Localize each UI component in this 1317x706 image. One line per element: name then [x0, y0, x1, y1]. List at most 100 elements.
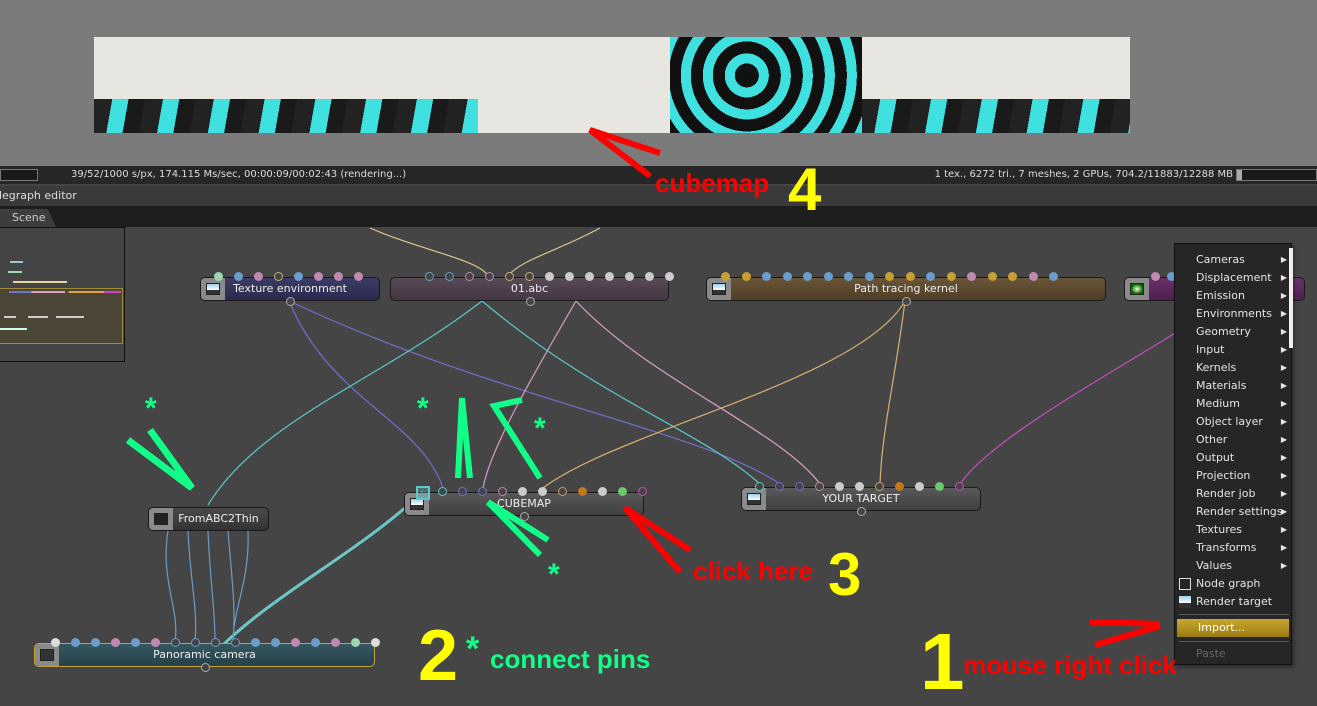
- input-pin[interactable]: [605, 272, 614, 281]
- input-pin[interactable]: [1028, 272, 1038, 281]
- input-pin[interactable]: [271, 638, 280, 647]
- input-pin[interactable]: [905, 272, 915, 281]
- menu-item-transforms[interactable]: Transforms▶: [1175, 539, 1293, 557]
- input-pin[interactable]: [111, 638, 120, 647]
- output-pin[interactable]: [286, 297, 295, 306]
- selected-pin[interactable]: [416, 486, 430, 500]
- minimap[interactable]: [0, 227, 125, 362]
- node-texture-environment[interactable]: Texture environment: [200, 272, 380, 306]
- input-pin[interactable]: [885, 272, 894, 281]
- input-pin[interactable]: [171, 638, 180, 647]
- input-pin[interactable]: [558, 487, 567, 496]
- menu-item-render-settings[interactable]: Render settings▶: [1175, 503, 1293, 521]
- input-pin[interactable]: [485, 272, 494, 281]
- input-pin[interactable]: [618, 487, 627, 496]
- input-pin[interactable]: [638, 487, 647, 496]
- input-pin[interactable]: [855, 482, 864, 491]
- input-pin[interactable]: [211, 638, 220, 647]
- output-pin[interactable]: [520, 512, 529, 521]
- output-pin[interactable]: [902, 297, 911, 306]
- menu-item-import[interactable]: Import...: [1177, 619, 1289, 637]
- input-pin[interactable]: [775, 482, 784, 491]
- input-pin[interactable]: [334, 272, 343, 281]
- input-pin[interactable]: [721, 272, 730, 281]
- input-pin[interactable]: [331, 638, 340, 647]
- input-pin[interactable]: [254, 272, 263, 281]
- menu-item-cameras[interactable]: Cameras▶: [1175, 251, 1293, 269]
- menu-item-materials[interactable]: Materials▶: [1175, 377, 1293, 395]
- input-pin[interactable]: [425, 272, 434, 281]
- menu-item-render-job[interactable]: Render job▶: [1175, 485, 1293, 503]
- input-pin[interactable]: [294, 272, 303, 281]
- input-pin[interactable]: [51, 638, 60, 647]
- input-pin[interactable]: [987, 272, 997, 281]
- input-pin[interactable]: [314, 272, 323, 281]
- input-pin[interactable]: [505, 272, 514, 281]
- input-pin[interactable]: [478, 487, 487, 496]
- menu-scrollbar[interactable]: [1289, 248, 1293, 348]
- input-pin[interactable]: [1167, 272, 1176, 281]
- input-pin[interactable]: [625, 272, 634, 281]
- menu-item-other[interactable]: Other▶: [1175, 431, 1293, 449]
- input-pin[interactable]: [498, 487, 507, 496]
- input-pin[interactable]: [967, 272, 976, 281]
- input-pin[interactable]: [864, 272, 874, 281]
- output-pin[interactable]: [857, 507, 866, 516]
- menu-item-node-graph[interactable]: Node graph: [1175, 575, 1293, 593]
- node-path-tracing-kernel[interactable]: Path tracing kernel: [706, 272, 1106, 306]
- input-pin[interactable]: [354, 272, 363, 281]
- menu-item-textures[interactable]: Textures▶: [1175, 521, 1293, 539]
- input-pin[interactable]: [895, 482, 904, 491]
- input-pin[interactable]: [598, 487, 607, 496]
- menu-item-medium[interactable]: Medium▶: [1175, 395, 1293, 413]
- input-pin[interactable]: [458, 487, 467, 496]
- input-pin[interactable]: [915, 482, 924, 491]
- input-pin[interactable]: [565, 272, 574, 281]
- input-pin[interactable]: [131, 638, 140, 647]
- input-pin[interactable]: [234, 272, 243, 281]
- menu-item-geometry[interactable]: Geometry▶: [1175, 323, 1293, 341]
- input-pin[interactable]: [815, 482, 824, 491]
- input-pin[interactable]: [274, 272, 283, 281]
- input-pin[interactable]: [875, 482, 884, 491]
- input-pin[interactable]: [518, 487, 527, 496]
- input-pin[interactable]: [465, 272, 474, 281]
- node-fromabc2thin[interactable]: FromABC2Thin: [148, 507, 269, 531]
- menu-item-emission[interactable]: Emission▶: [1175, 287, 1293, 305]
- input-pin[interactable]: [1008, 272, 1017, 281]
- input-pin[interactable]: [191, 638, 200, 647]
- menu-item-kernels[interactable]: Kernels▶: [1175, 359, 1293, 377]
- input-pin[interactable]: [445, 272, 454, 281]
- node-cubemap[interactable]: CUBEMAP: [404, 487, 647, 521]
- input-pin[interactable]: [823, 272, 833, 281]
- input-pin[interactable]: [371, 638, 380, 647]
- input-pin[interactable]: [251, 638, 260, 647]
- menu-item-environments[interactable]: Environments▶: [1175, 305, 1293, 323]
- node-panoramic-camera[interactable]: Panoramic camera: [34, 638, 380, 672]
- input-pin[interactable]: [762, 272, 771, 281]
- input-pin[interactable]: [525, 272, 534, 281]
- menu-item-displacement[interactable]: Displacement▶: [1175, 269, 1293, 287]
- input-pin[interactable]: [835, 482, 844, 491]
- input-pin[interactable]: [795, 482, 804, 491]
- input-pin[interactable]: [231, 638, 240, 647]
- input-pin[interactable]: [935, 482, 944, 491]
- input-pin[interactable]: [803, 272, 812, 281]
- input-pin[interactable]: [755, 482, 764, 491]
- input-pin[interactable]: [926, 272, 935, 281]
- output-pin[interactable]: [200, 663, 210, 672]
- menu-item-paste[interactable]: Paste: [1196, 647, 1226, 660]
- input-pin[interactable]: [946, 272, 956, 281]
- node-01-abc[interactable]: 01.abc: [390, 272, 674, 306]
- input-pin[interactable]: [351, 638, 360, 647]
- input-pin[interactable]: [438, 487, 447, 496]
- input-pin[interactable]: [955, 482, 964, 491]
- node-your-target[interactable]: YOUR TARGET: [741, 482, 981, 516]
- input-pin[interactable]: [665, 272, 674, 281]
- output-pin[interactable]: [525, 297, 535, 306]
- menu-item-render-target[interactable]: Render target: [1175, 593, 1293, 611]
- input-pin[interactable]: [782, 272, 792, 281]
- input-pin[interactable]: [844, 272, 853, 281]
- input-pin[interactable]: [1151, 272, 1160, 281]
- input-pin[interactable]: [741, 272, 751, 281]
